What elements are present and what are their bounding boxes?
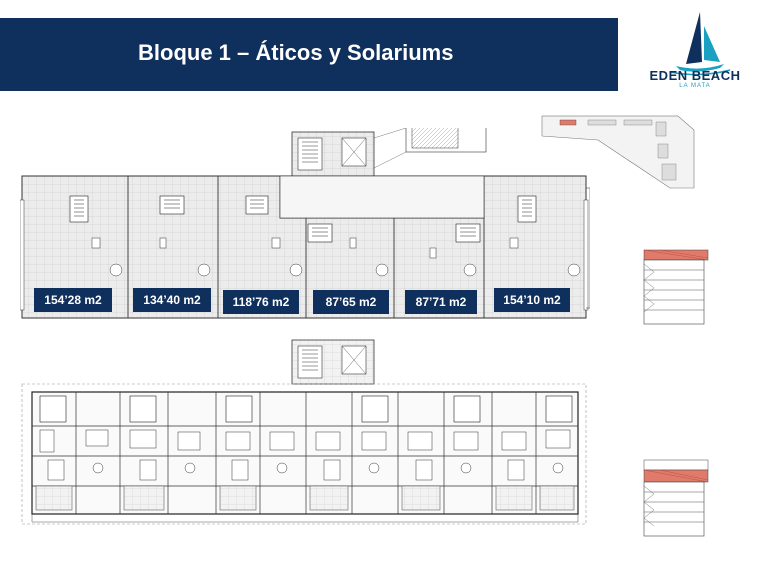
solarium-floor-plan [20, 128, 590, 319]
logo-name: EDEN BEACH [649, 68, 741, 83]
unit-area-label: 154’10 m2 [494, 288, 570, 312]
unit-area-label: 87’71 m2 [405, 290, 477, 314]
unit-area-label: 154’28 m2 [34, 288, 112, 312]
unit-area-label: 118’76 m2 [223, 290, 299, 314]
logo-subtitle: LA MATA [679, 83, 711, 89]
header-band [0, 18, 618, 91]
unit-area-label: 134’40 m2 [133, 288, 211, 312]
site-key-plan [541, 115, 695, 189]
unit-area-label: 87’65 m2 [313, 290, 389, 314]
section-elevation-upper [643, 249, 709, 325]
lower-floor-plan [21, 339, 587, 525]
page-title: Bloque 1 – Áticos y Solariums [138, 40, 454, 65]
sailboat-logo-icon [669, 12, 731, 76]
section-elevation-lower [643, 459, 709, 537]
